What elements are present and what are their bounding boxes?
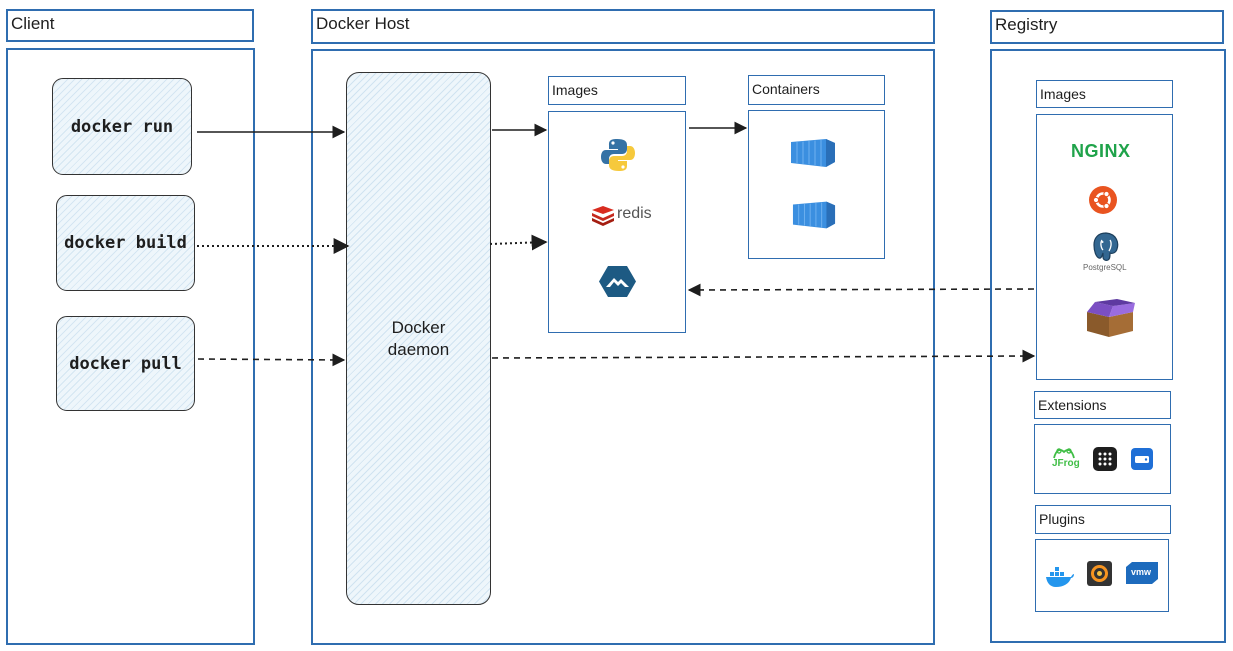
pull-to-daemon-arrow [197, 353, 346, 367]
vmware-label: vmw [1131, 567, 1152, 577]
disk-extension-icon [1131, 448, 1153, 470]
nginx-logo: NGINX [1071, 141, 1131, 161]
registry-images-header: Images [1036, 80, 1173, 108]
containers-header: Containers [748, 75, 885, 105]
host-images-header: Images [548, 76, 686, 105]
extensions-label: Extensions [1038, 397, 1107, 413]
docker-host-header: Docker Host [311, 9, 935, 44]
ubuntu-icon [1089, 186, 1117, 214]
containers-label: Containers [752, 81, 820, 97]
docker-daemon[interactable]: Docker daemon [346, 72, 491, 605]
redis-label: redis [617, 205, 652, 222]
container-icon [791, 139, 835, 167]
docker-build-label: docker build [64, 233, 187, 253]
registry-header: Registry [990, 10, 1224, 44]
jfrog-icon: JFrog [1050, 446, 1080, 474]
registry-to-images-arrow [687, 283, 1035, 297]
registry-images-label: Images [1040, 86, 1086, 102]
daemon-to-images-build-arrow [489, 234, 548, 251]
client-header: Client [6, 9, 254, 42]
box-icon [1087, 299, 1135, 337]
docker-pull-command[interactable]: docker pull [56, 316, 195, 411]
python-icon [601, 139, 635, 171]
host-images-label: Images [552, 82, 598, 98]
jfrog-label: JFrog [1052, 458, 1080, 469]
redis-icon [592, 206, 614, 226]
container-icon [792, 201, 836, 229]
docker-host-title: Docker Host [316, 14, 410, 33]
docker-build-command[interactable]: docker build [56, 195, 195, 291]
postgresql-label: PostgreSQL [1083, 263, 1127, 272]
docker-whale-icon [1046, 567, 1074, 587]
containers-panel [748, 110, 885, 259]
dots-grid-icon [1093, 447, 1117, 471]
docker-pull-label: docker pull [69, 353, 182, 374]
postgresql-icon [1093, 232, 1119, 261]
extensions-header: Extensions [1034, 391, 1171, 419]
alpine-icon [599, 266, 636, 297]
docker-daemon-label-1: Docker [391, 317, 446, 337]
docker-run-label: docker run [70, 116, 174, 137]
registry-title: Registry [995, 15, 1058, 34]
docker-run-command[interactable]: docker run [52, 78, 192, 175]
client-title: Client [11, 14, 55, 33]
plugins-header: Plugins [1035, 505, 1171, 534]
daemon-to-registry-arrow [491, 349, 1036, 363]
plugins-label: Plugins [1039, 511, 1085, 527]
docker-daemon-label-2: daemon [387, 339, 450, 359]
grafana-icon [1087, 561, 1112, 586]
vmware-icon: vmw [1126, 561, 1158, 585]
